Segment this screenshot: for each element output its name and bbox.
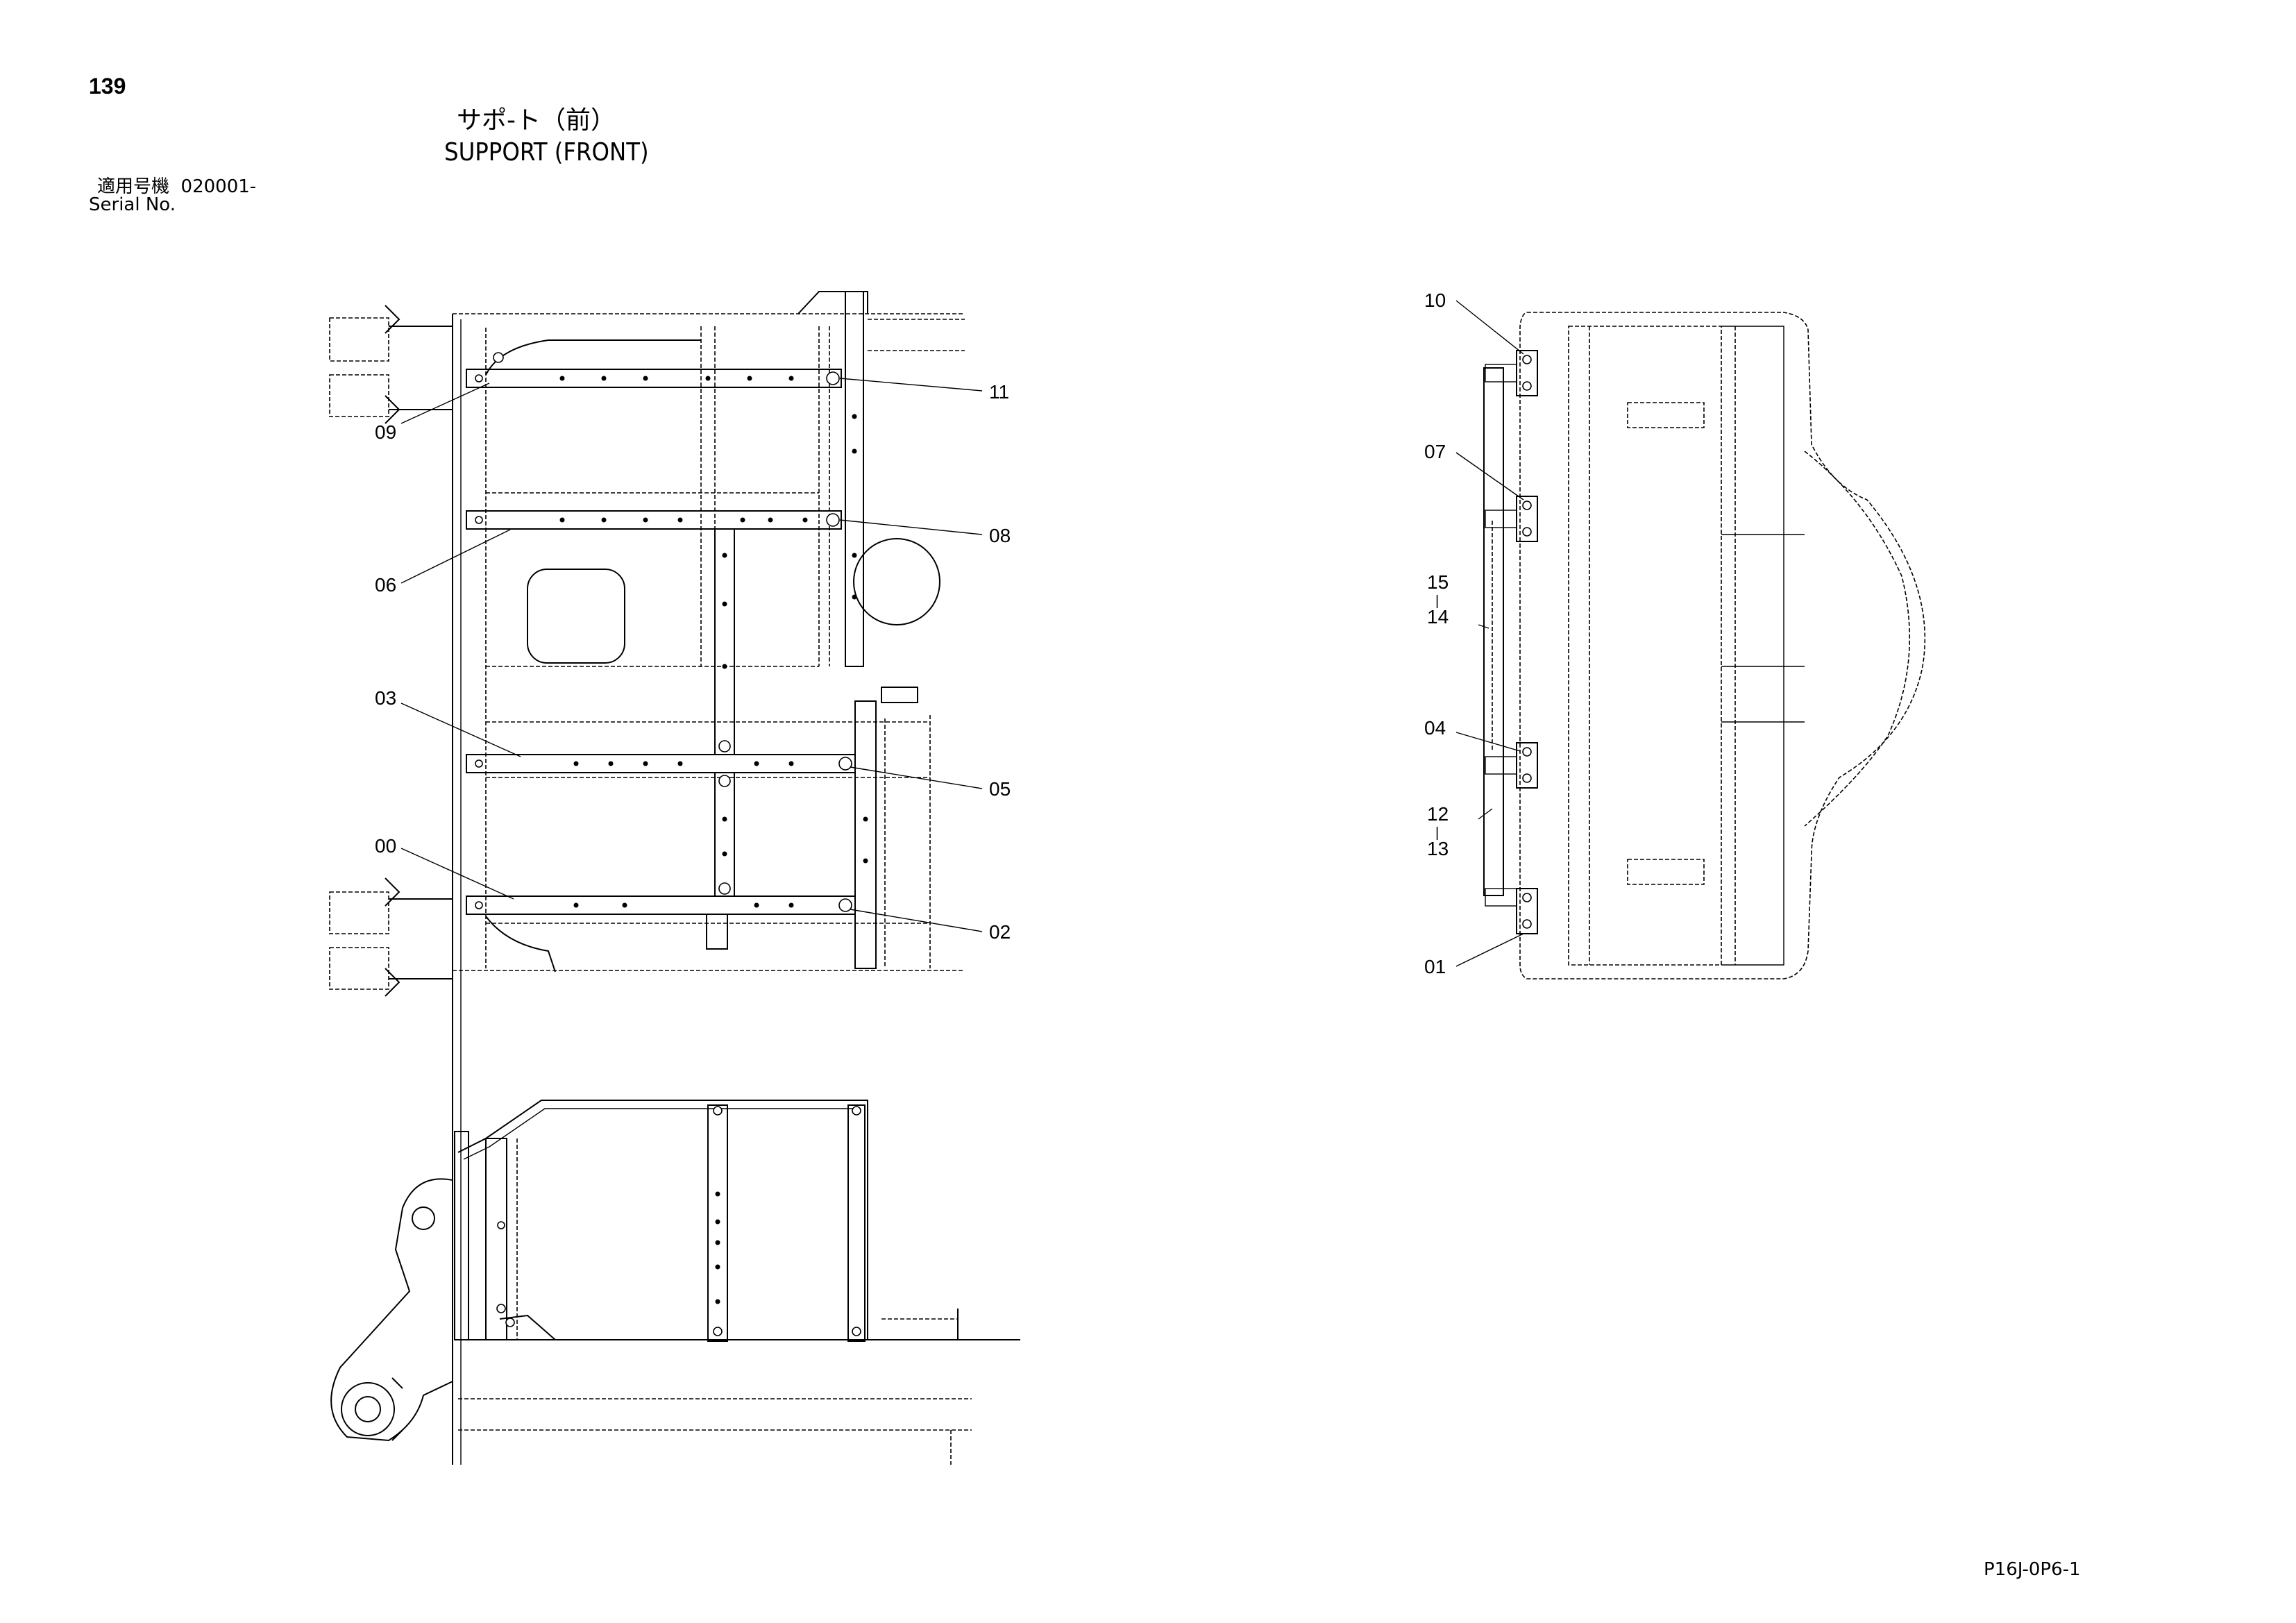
callout-12: 12 [1427, 803, 1449, 825]
support-bar-06 [466, 510, 842, 530]
callout-range-15-14: | [1435, 594, 1439, 609]
serial-number-value: 020001- [180, 176, 257, 197]
callout-range-12-13: | [1435, 825, 1439, 841]
page-number: 139 [89, 74, 126, 99]
plan-view-frame [329, 291, 965, 1465]
front-support-plate [1483, 367, 1504, 896]
callout-13: 13 [1427, 838, 1449, 859]
callout-06: 06 [375, 574, 396, 596]
callout-05: 05 [989, 778, 1011, 800]
callout-08: 08 [989, 525, 1011, 546]
callout-02: 02 [989, 921, 1011, 943]
front-view [1483, 312, 1926, 979]
callout-10: 10 [1424, 289, 1446, 311]
support-link-lower [714, 772, 735, 897]
callout-03: 03 [375, 687, 396, 709]
callout-00: 00 [375, 835, 396, 857]
front-brackets [1485, 350, 1538, 934]
support-bars [466, 369, 856, 950]
callout-07: 07 [1424, 441, 1446, 462]
callout-14: 14 [1427, 606, 1449, 628]
callout-04: 04 [1424, 717, 1446, 739]
support-link-upper [714, 528, 735, 755]
callout-09: 09 [375, 421, 396, 443]
page-title-japanese: サポ-ト（前） [457, 106, 616, 135]
serial-label-english: Serial No. [89, 194, 176, 215]
callout-11: 11 [989, 381, 1009, 403]
drawing-code: P16J-0P6-1 [1984, 1559, 2081, 1580]
serial-label-jp-text: 適用号機 [97, 176, 170, 197]
callouts-left-view: 09 11 06 08 03 05 00 02 [375, 378, 1011, 943]
callouts-right-view: 10 07 15 | 14 04 12 | 13 01 [1424, 289, 1524, 977]
callout-01: 01 [1424, 956, 1446, 977]
support-bar-03 [466, 754, 856, 773]
page-title-english: SUPPORT (FRONT) [444, 138, 649, 167]
support-bar-09 [466, 369, 842, 388]
serial-label-japanese: 適用号機 020001- [97, 178, 256, 196]
bolt-pattern [475, 352, 868, 912]
side-view [330, 1100, 1020, 1465]
support-bar-00 [466, 895, 856, 915]
callout-15: 15 [1427, 571, 1449, 593]
